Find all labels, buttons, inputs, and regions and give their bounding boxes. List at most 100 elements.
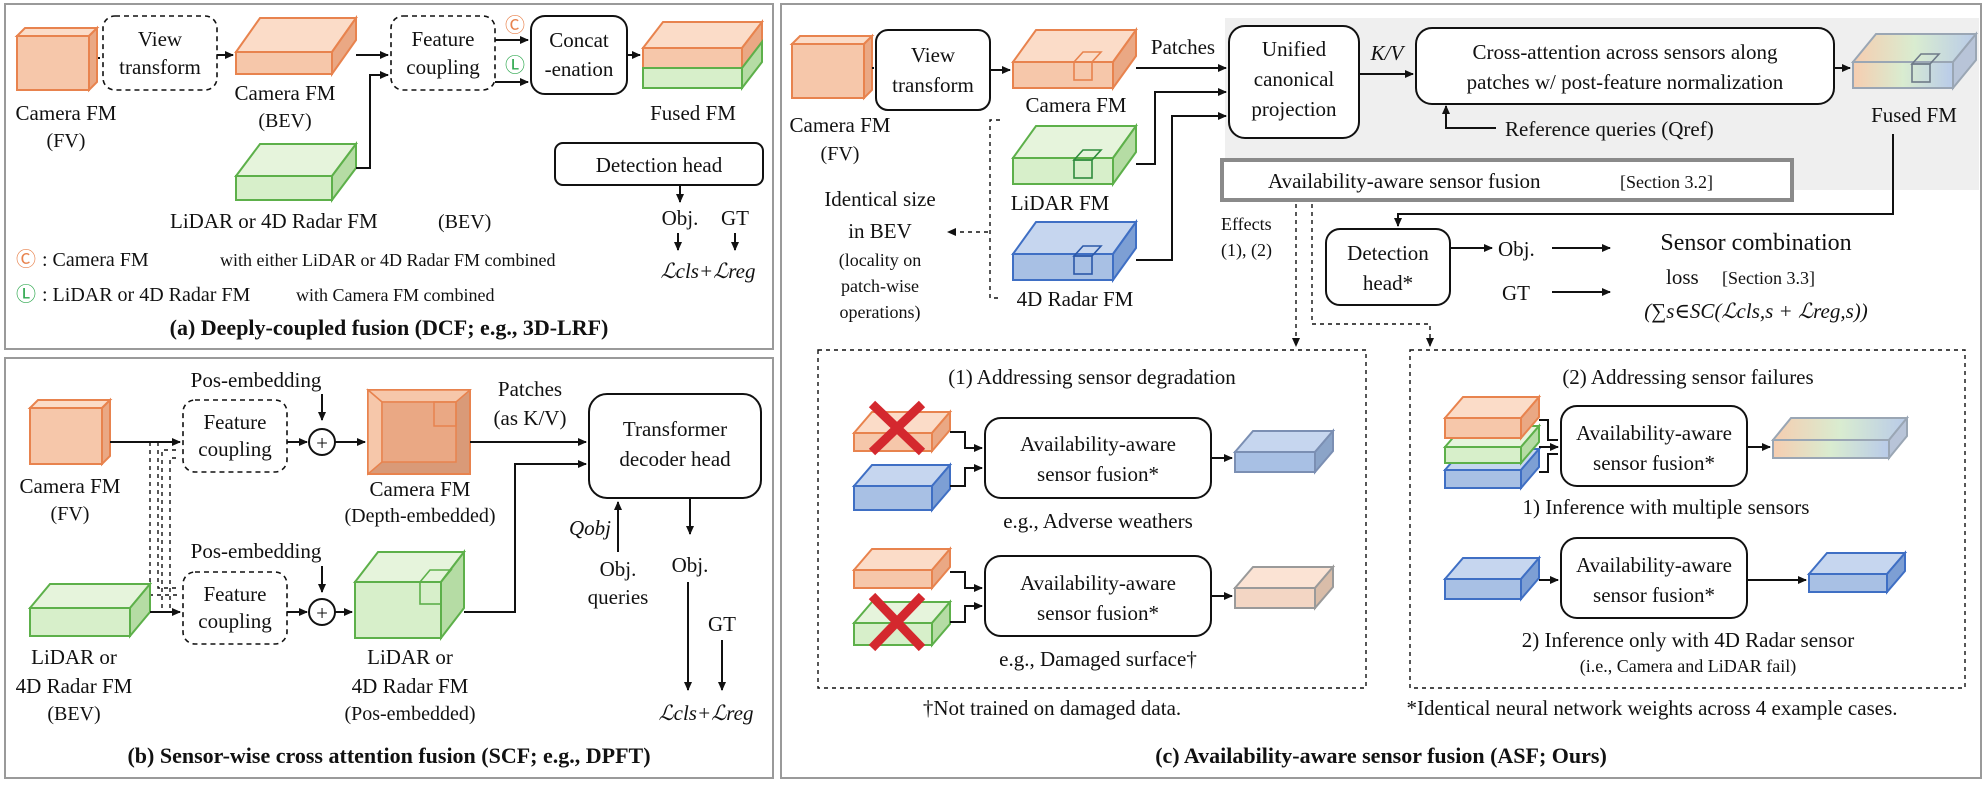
lidar-radar-block-b bbox=[27, 581, 153, 639]
legend-c-text-1: : Camera FM bbox=[42, 249, 149, 271]
degraded-lidar-block-case2 bbox=[851, 592, 953, 652]
dashed-line-lidar-to-top-2 bbox=[169, 457, 180, 608]
lidar-or-label-2: 4D Radar FM bbox=[16, 674, 133, 698]
lidar-radar-bev-block-a bbox=[234, 141, 358, 203]
footnote-star: *Identical neural network weights across… bbox=[1407, 696, 1898, 720]
arrow-case2-lidar bbox=[950, 602, 983, 623]
output-fused-case3 bbox=[1770, 415, 1910, 461]
identical-size-label-4: patch-wise bbox=[841, 276, 919, 296]
asf-case1-label-2: sensor fusion* bbox=[1037, 462, 1159, 486]
camera-fm-bev-label-a: Camera FM bbox=[235, 81, 336, 105]
fused-fm-block-c bbox=[1850, 31, 1979, 91]
obj-queries-label-2: queries bbox=[588, 585, 649, 609]
concat-label-a-2: -enation bbox=[545, 57, 614, 81]
dashed-line-cam-to-bottom bbox=[149, 442, 180, 596]
panel-c-frame bbox=[780, 3, 1982, 779]
transformer-decoder-box bbox=[588, 393, 762, 499]
arrow-lidar-to-coupling-a bbox=[356, 71, 389, 169]
scl-label-2: loss bbox=[1666, 265, 1699, 289]
arrow-multi-cam bbox=[1539, 419, 1558, 441]
legend-l-text-2: with Camera FM combined bbox=[296, 285, 494, 305]
loss-label-a: ℒcls+ℒreg bbox=[661, 259, 756, 283]
patches-label-c: Patches bbox=[1151, 35, 1215, 59]
detection-head-box-a bbox=[554, 142, 764, 186]
radar-block-case1 bbox=[851, 462, 953, 513]
failures-box bbox=[1409, 349, 1966, 689]
detection-head-label-c-1: Detection bbox=[1347, 241, 1429, 265]
scl-section: [Section 3.3] bbox=[1722, 268, 1815, 288]
transformer-label-2: decoder head bbox=[619, 447, 731, 471]
pos-embedding-top-label: Pos-embedding bbox=[191, 368, 322, 392]
cross-attention-label-2: patches w/ post-feature normalization bbox=[1467, 70, 1784, 94]
q-obj-label: Qobj bbox=[569, 516, 611, 540]
lidar-radar-bev-label-a: (BEV) bbox=[438, 211, 491, 233]
obj-label-a: Obj. bbox=[662, 206, 699, 230]
view-transform-box-a bbox=[102, 15, 218, 91]
patches-label-b-2: (as K/V) bbox=[494, 406, 567, 430]
feature-coupling-bottom-label-1: Feature bbox=[204, 582, 267, 606]
legend-c-icon: Ⓒ bbox=[16, 248, 36, 271]
legend-c-text-2: with either LiDAR or 4D Radar FM combine… bbox=[220, 250, 555, 270]
legend-l-text-1: : LiDAR or 4D Radar FM bbox=[42, 284, 251, 306]
arrow-case2-cam bbox=[950, 571, 983, 592]
camera-fm-label-c: Camera FM bbox=[1026, 93, 1127, 117]
identical-size-label-1: Identical size bbox=[824, 187, 935, 211]
lidar-pos-block-b bbox=[352, 549, 467, 641]
effects-label-2: (1), (2) bbox=[1221, 240, 1272, 261]
degradation-box bbox=[817, 349, 1367, 689]
camera-fm-depth-label-1: Camera FM bbox=[370, 477, 471, 501]
identical-size-label-2: in BEV bbox=[848, 219, 912, 243]
plus-sign-top: + bbox=[316, 431, 328, 455]
arrow-radar-to-ucp bbox=[1136, 112, 1227, 261]
inference-radar-label: 2) Inference only with 4D Radar sensor bbox=[1522, 628, 1854, 652]
asf-case3-label-1: Availability-aware bbox=[1576, 421, 1732, 445]
inference-radar-note: (i.e., Camera and LiDAR fail) bbox=[1580, 656, 1796, 677]
unified-label-3: projection bbox=[1251, 97, 1337, 121]
unified-label-1: Unified bbox=[1262, 37, 1327, 61]
lidar-or-label-3: (BEV) bbox=[47, 703, 100, 725]
view-transform-label-c-2: transform bbox=[892, 73, 974, 97]
failures-title: (2) Addressing sensor failures bbox=[1562, 365, 1813, 389]
view-transform-label-c-1: View bbox=[911, 43, 956, 67]
asf-case1-label-1: Availability-aware bbox=[1020, 432, 1176, 456]
feature-coupling-top-label-2: coupling bbox=[198, 437, 272, 461]
scl-formula: (∑s∈SC(ℒcls,s + ℒreg,s)) bbox=[1644, 299, 1867, 323]
camera-block-case2 bbox=[851, 546, 953, 591]
asf-box-case4 bbox=[1560, 537, 1748, 619]
circled-c-icon-a: Ⓒ bbox=[505, 14, 525, 37]
feature-coupling-box-a bbox=[390, 15, 496, 91]
lidar-fm-label-c: LiDAR FM bbox=[1011, 191, 1110, 215]
output-camera-case2 bbox=[1232, 564, 1336, 611]
camera-fm-fv-block-b bbox=[27, 397, 113, 467]
arrow-case1-cam bbox=[950, 431, 983, 452]
plus-sign-bottom: + bbox=[316, 601, 328, 625]
asf-main-section: [Section 3.2] bbox=[1620, 172, 1713, 192]
footnote-dagger: †Not trained on damaged data. bbox=[923, 696, 1181, 720]
asf-case3-label-2: sensor fusion* bbox=[1593, 451, 1715, 475]
cross-attention-box bbox=[1415, 27, 1835, 105]
detection-head-box-c bbox=[1325, 228, 1451, 306]
asf-case2-label-1: Availability-aware bbox=[1020, 571, 1176, 595]
inference-multi-label: 1) Inference with multiple sensors bbox=[1523, 495, 1810, 519]
dashed-line-lidar-to-top bbox=[161, 449, 180, 608]
obj-queries-label-1: Obj. bbox=[600, 557, 637, 581]
panel-a-frame bbox=[4, 3, 774, 350]
fv-label-c: (FV) bbox=[821, 143, 860, 165]
adverse-label: e.g., Adverse weathers bbox=[1003, 509, 1193, 533]
kv-label: K/V bbox=[1370, 41, 1406, 65]
damaged-label: e.g., Damaged surface† bbox=[999, 647, 1197, 671]
circled-l-icon-a: Ⓛ bbox=[505, 54, 525, 77]
camera-fm-fv-block-c bbox=[789, 33, 875, 101]
arrow-refqueries-to-crossattn bbox=[1442, 105, 1496, 129]
camera-fm-depth-block-b bbox=[365, 388, 473, 476]
gt-label-c: GT bbox=[1502, 281, 1530, 305]
asf-main-label: Availability-aware sensor fusion bbox=[1268, 169, 1541, 193]
arrow-lidarpos-to-transformer bbox=[464, 460, 587, 613]
detection-head-label-a: Detection head bbox=[596, 153, 723, 177]
feature-coupling-bottom-box-b bbox=[182, 571, 288, 645]
obj-label-c: Obj. bbox=[1498, 237, 1535, 261]
legend-l-icon: Ⓛ bbox=[16, 283, 36, 306]
degradation-title: (1) Addressing sensor degradation bbox=[948, 365, 1236, 389]
feature-coupling-top-box-b bbox=[182, 399, 288, 473]
reference-queries-label: Reference queries (Qref) bbox=[1505, 117, 1714, 141]
